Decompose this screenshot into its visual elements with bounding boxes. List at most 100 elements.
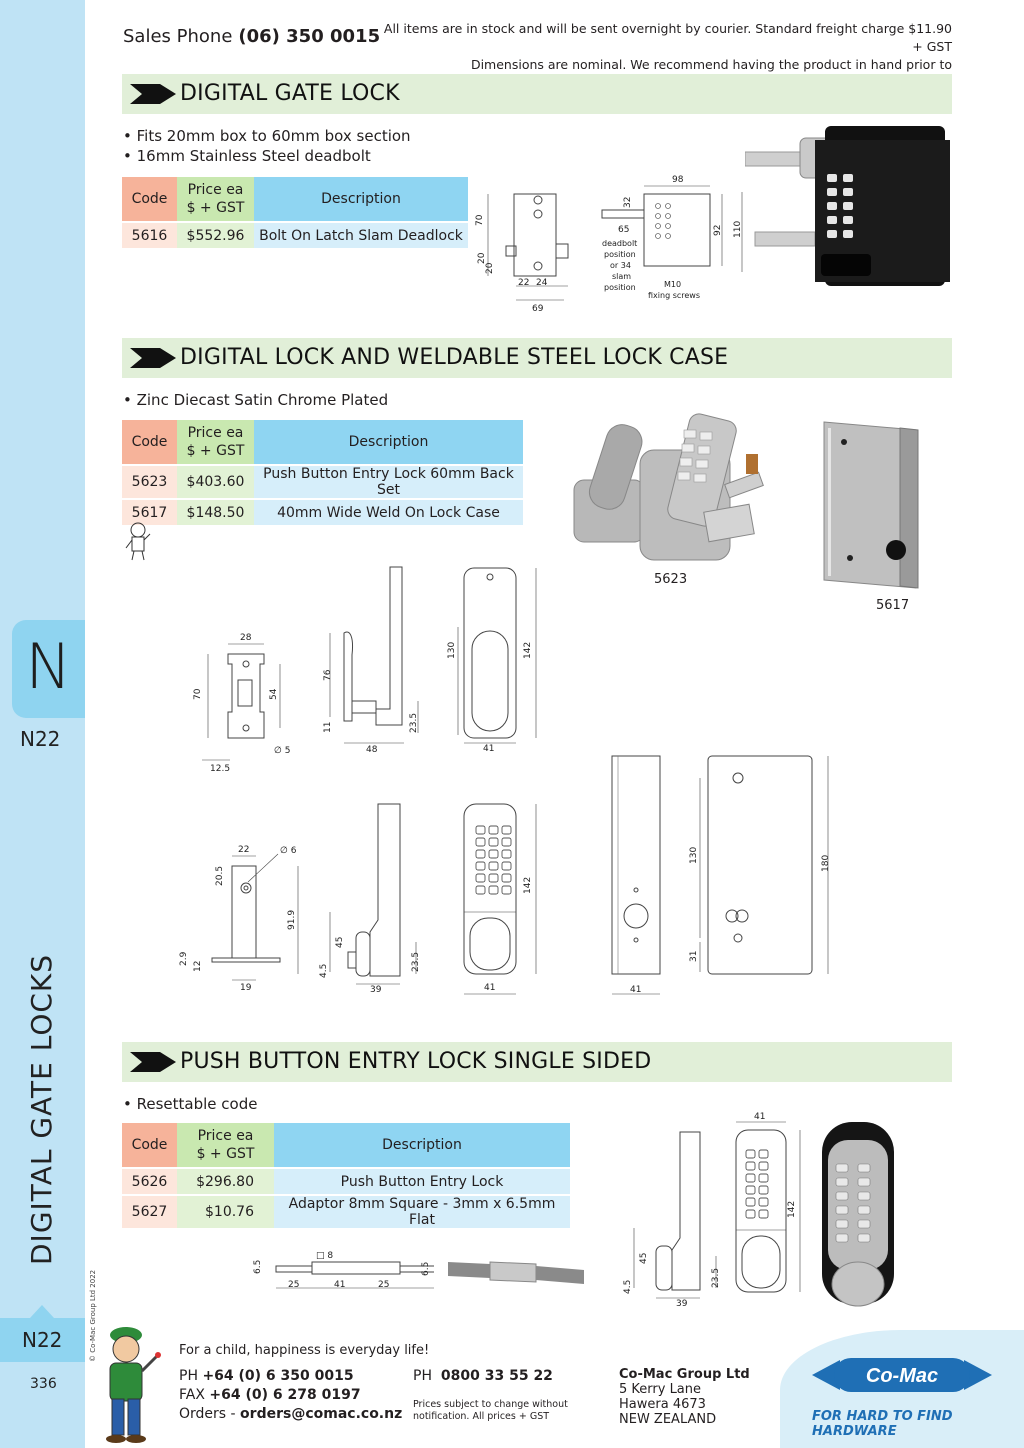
sales-number[interactable]: (06) 350 0015 (238, 26, 381, 47)
footer-fax-number: +64 (0) 6 278 0197 (209, 1387, 361, 1403)
code-header: Code (122, 1123, 177, 1169)
footer-orders[interactable]: Orders - orders@comac.co.nz (179, 1406, 402, 1422)
disclaimer-line-1: Prices subject to change without (413, 1399, 568, 1410)
dim: 24 (536, 278, 548, 288)
note: slam (612, 272, 631, 281)
price-cell: $403.60 (177, 465, 254, 500)
push-button-lock-photo (573, 413, 764, 561)
dim: □ 8 (316, 1251, 333, 1261)
dim: 4.5 (319, 964, 329, 978)
code-header: Code (122, 420, 177, 466)
dim: ∅ 5 (274, 746, 290, 756)
dim: 12.5 (210, 764, 230, 774)
bottom-tab-notch (30, 1305, 54, 1318)
footer-freephone[interactable]: PH 0800 33 55 22 (413, 1368, 553, 1384)
price-header-l1: Price ea (187, 425, 244, 441)
price-table-single-sided-lock: Code Price ea $ + GST Description 5626 $2… (122, 1123, 570, 1228)
bullet-2: • 16mm Stainless Steel deadbolt (123, 147, 371, 165)
dim: 110 (733, 221, 743, 238)
dim: 41 (630, 985, 641, 995)
strike-plate-diagram: 28 70 54 ∅ 5 12.5 (193, 633, 290, 774)
arrow-icon (130, 348, 176, 368)
price-header-l2: $ + GST (196, 1146, 255, 1162)
code-header: Code (122, 177, 177, 223)
dim: 12 (193, 961, 203, 972)
table-row[interactable]: 5617 $148.50 40mm Wide Weld On Lock Case (122, 499, 523, 525)
dim: 28 (240, 633, 252, 643)
code-cell: 5616 (122, 222, 177, 248)
lever-plate-diagram: 130 142 41 (447, 567, 537, 754)
code-cell: 5627 (122, 1195, 177, 1228)
dim: 23.5 (711, 1268, 721, 1288)
desc-header: Description (274, 1123, 570, 1169)
address-line-2: Hawera 4673 (619, 1397, 706, 1412)
arrow-icon (130, 84, 176, 104)
dim: 142 (523, 877, 533, 894)
dim: 92 (713, 225, 723, 236)
code-cell: 5623 (122, 465, 177, 500)
table-header-row: Code Price ea$ + GST Description (122, 177, 468, 223)
dim: 45 (335, 937, 345, 948)
footer-disclaimer: Prices subject to change without notific… (413, 1399, 568, 1423)
note: M10 (664, 280, 681, 289)
logo-text: Co-Mac (866, 1365, 938, 1387)
desc-cell: 40mm Wide Weld On Lock Case (254, 499, 523, 525)
dim: 19 (240, 983, 252, 993)
table-row[interactable]: 5626 $296.80 Push Button Entry Lock (122, 1168, 570, 1196)
section-bar-digital-lock-case: DIGITAL LOCK AND WELDABLE STEEL LOCK CAS… (122, 338, 952, 378)
page-number: 336 (30, 1376, 57, 1392)
section-title: PUSH BUTTON ENTRY LOCK SINGLE SIDED (180, 1049, 652, 1074)
dim: 70 (193, 688, 203, 700)
price-header-l1: Price ea (187, 182, 244, 198)
footer-phone-label: PH (179, 1368, 198, 1384)
keypad-front-diagram: 142 41 (463, 803, 537, 995)
note: deadbolt (602, 239, 637, 248)
arrow-icon (130, 1052, 176, 1072)
dim: 11 (323, 722, 333, 733)
lock-case-front-diagram: 41 (611, 755, 661, 995)
dim: 48 (366, 745, 378, 755)
dim: 142 (787, 1201, 797, 1218)
comac-logo[interactable]: Co-Mac (812, 1348, 992, 1402)
mascot-illustration (106, 1327, 161, 1443)
sales-label: Sales Phone (123, 26, 233, 47)
lock-case-photo (823, 421, 919, 589)
section-tab[interactable]: N (12, 620, 85, 718)
bottom-section-code: N22 (22, 1328, 63, 1352)
dim: 4.5 (623, 1280, 633, 1294)
bullet-1: • Resettable code (123, 1095, 258, 1113)
keypad-side-diagram: 45 4.5 39 23.5 (319, 803, 421, 995)
notice-line-1: All items are in stock and will be sent … (383, 21, 952, 54)
dim: 20.5 (215, 866, 225, 886)
price-cell: $296.80 (177, 1168, 274, 1196)
footer-phone[interactable]: PH +64 (0) 6 350 0015 (179, 1368, 354, 1384)
dim: 22 (238, 845, 249, 855)
price-table-digital-lock-case: Code Price ea$ + GST Description 5623 $4… (122, 420, 523, 525)
gate-lock-front-diagram: 98 32 65 92 110 deadbolt position or 34 … (601, 175, 743, 300)
price-header: Price ea$ + GST (177, 177, 254, 223)
bullet-1: • Zinc Diecast Satin Chrome Plated (123, 391, 389, 409)
dim: 31 (689, 951, 699, 962)
address-line-3: NEW ZEALAND (619, 1412, 717, 1427)
table-row[interactable]: 5627 $10.76 Adaptor 8mm Square - 3mm x 6… (122, 1195, 570, 1228)
footer-freephone-number: 0800 33 55 22 (440, 1368, 553, 1384)
gate-lock-photo (745, 126, 950, 286)
dim: 25 (378, 1280, 389, 1290)
table-row[interactable]: 5616 $552.96 Bolt On Latch Slam Deadlock (122, 222, 468, 248)
dim: 22 (518, 278, 529, 288)
table-row[interactable]: 5623 $403.60 Push Button Entry Lock 60mm… (122, 465, 523, 500)
footer-orders-email: orders@comac.co.nz (240, 1406, 403, 1422)
dim: 20 (477, 252, 487, 264)
table-header-row: Code Price ea $ + GST Description (122, 1123, 570, 1169)
price-header-l2: $ + GST (186, 443, 245, 459)
price-cell: $10.76 (177, 1195, 274, 1228)
dim: 41 (334, 1280, 345, 1290)
adaptor-photo (448, 1261, 584, 1284)
section-title: DIGITAL LOCK AND WELDABLE STEEL LOCK CAS… (180, 345, 729, 370)
adaptor-diagram: 6.5 □ 8 6.5 25 41 25 (253, 1251, 434, 1290)
dim: 65 (618, 225, 629, 235)
price-cell: $148.50 (177, 499, 254, 525)
footer-phone-number: +64 (0) 6 350 0015 (202, 1368, 354, 1384)
dim: 2.9 (179, 951, 189, 966)
price-header-l1: Price ea (197, 1128, 254, 1144)
